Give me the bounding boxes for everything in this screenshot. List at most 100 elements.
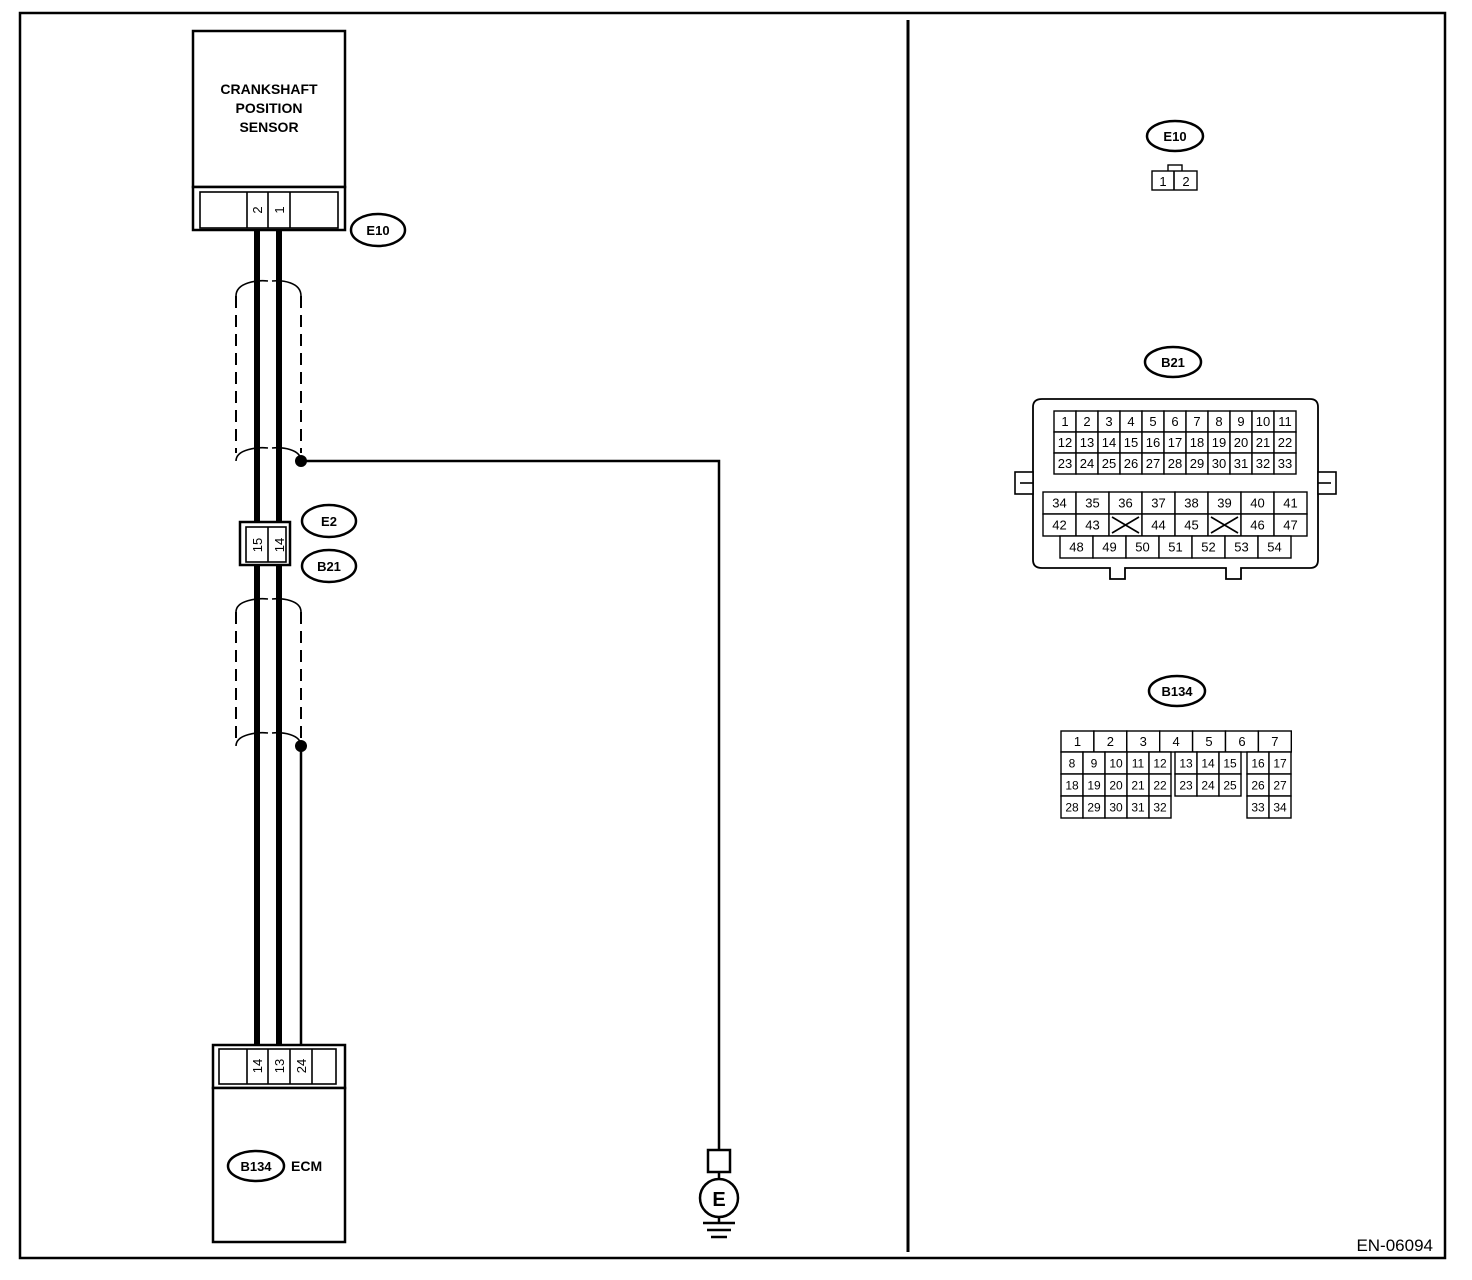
svg-text:B21: B21 xyxy=(317,559,341,574)
b134-pin-10: 10 xyxy=(1109,756,1123,770)
b21-pin-30: 30 xyxy=(1212,456,1226,471)
b134-pin-17: 17 xyxy=(1273,756,1287,770)
ground-symbol: E xyxy=(698,1148,740,1239)
b134-pin-13: 13 xyxy=(1179,756,1193,770)
b21-pin-38: 38 xyxy=(1184,496,1198,511)
junction-pin-15: 15 xyxy=(250,538,265,552)
b134-pin-15: 15 xyxy=(1223,756,1237,770)
ground-label: E xyxy=(712,1189,725,1211)
b21-pin-39: 39 xyxy=(1217,496,1231,511)
b21-pin-1: 1 xyxy=(1061,414,1068,429)
b21-pin-41: 41 xyxy=(1283,496,1297,511)
b134-pin-7: 7 xyxy=(1271,734,1278,749)
ecm-pin-24: 24 xyxy=(294,1059,309,1073)
b134-pin-8: 8 xyxy=(1069,756,1076,770)
shield-ground-wire xyxy=(295,455,721,1150)
b21-pin-8: 8 xyxy=(1215,414,1222,429)
svg-text:E2: E2 xyxy=(321,514,337,529)
b134-pin-28: 28 xyxy=(1065,800,1079,814)
b21-pin-33-cell xyxy=(1273,452,1297,475)
b21-pin-16: 16 xyxy=(1146,435,1160,450)
connector-tag-e10: E10 xyxy=(349,212,407,248)
svg-text:E10: E10 xyxy=(366,223,389,238)
b134-pin-4: 4 xyxy=(1173,734,1180,749)
b21-pin-14: 14 xyxy=(1102,435,1116,450)
b134-pin-30: 30 xyxy=(1109,800,1123,814)
b134-pin-27: 27 xyxy=(1273,778,1287,792)
b21-pin-12: 12 xyxy=(1058,435,1072,450)
connector-view-e10: E10 1 2 xyxy=(1145,119,1205,191)
b21-pin-7: 7 xyxy=(1193,414,1200,429)
b21-pin-20: 20 xyxy=(1234,435,1248,450)
view-b134-tag: B134 xyxy=(1161,684,1193,699)
view-e10-tag: E10 xyxy=(1163,129,1186,144)
b21-pin-35: 35 xyxy=(1085,496,1099,511)
b21-pin-15: 15 xyxy=(1124,435,1138,450)
ecm-connector-id: B134 xyxy=(240,1159,272,1174)
sensor-name-line-3: SENSOR xyxy=(239,119,298,135)
b21-pin-18: 18 xyxy=(1190,435,1204,450)
ecm-pin-14: 14 xyxy=(250,1059,265,1073)
shield-upper xyxy=(235,279,302,462)
b134-pin-18: 18 xyxy=(1065,778,1079,792)
b21-pin-32: 32 xyxy=(1256,456,1270,471)
view-b21-tag: B21 xyxy=(1161,355,1185,370)
b21-pin-29: 29 xyxy=(1190,456,1204,471)
b21-pin-34: 34 xyxy=(1052,496,1066,511)
b134-pin-25: 25 xyxy=(1223,778,1237,792)
b134-pin-6: 6 xyxy=(1238,734,1245,749)
b134-pin-5: 5 xyxy=(1205,734,1212,749)
b21-pin-17: 17 xyxy=(1168,435,1182,450)
figure-code: EN-06094 xyxy=(1356,1236,1433,1255)
b21-pin-11: 11 xyxy=(1278,414,1292,429)
b21-pin-53: 53 xyxy=(1234,540,1248,555)
b134-pin-20: 20 xyxy=(1109,778,1123,792)
b21-pin-33: 33 xyxy=(1278,456,1292,471)
b134-pin-32: 32 xyxy=(1153,800,1167,814)
b134-pin-32-cell xyxy=(1148,795,1172,819)
b134-pin-24: 24 xyxy=(1201,778,1215,792)
b134-pin-29: 29 xyxy=(1087,800,1101,814)
b134-pin-34: 34 xyxy=(1273,800,1287,814)
sensor-pin-2: 2 xyxy=(250,206,265,213)
view-e10-pin-1: 1 xyxy=(1159,174,1166,189)
b21-pin-43: 43 xyxy=(1085,518,1099,533)
b21-pin-21: 21 xyxy=(1256,435,1270,450)
junction-pin-14: 14 xyxy=(272,538,287,552)
b21-pin-9: 9 xyxy=(1237,414,1244,429)
b134-pin-22: 22 xyxy=(1153,778,1167,792)
b134-pin-3: 3 xyxy=(1140,734,1147,749)
b134-pin-26: 26 xyxy=(1251,778,1265,792)
crankshaft-position-sensor: CRANKSHAFT POSITION SENSOR 2 1 xyxy=(191,29,347,232)
view-e10-pin-2: 2 xyxy=(1182,174,1189,189)
b21-pin-52: 52 xyxy=(1201,540,1215,555)
b21-pin-49: 49 xyxy=(1102,540,1116,555)
b134-pin-1: 1 xyxy=(1074,734,1081,749)
b21-pin-4: 4 xyxy=(1127,414,1134,429)
b21-pin-47: 47 xyxy=(1283,518,1297,533)
sensor-name-line-1: CRANKSHAFT xyxy=(220,81,318,97)
b134-pin-9: 9 xyxy=(1091,756,1098,770)
b134-pin-19: 19 xyxy=(1087,778,1101,792)
b21-pin-13: 13 xyxy=(1080,435,1094,450)
b21-pin-5: 5 xyxy=(1149,414,1156,429)
b21-pin-54: 54 xyxy=(1267,540,1281,555)
b134-pin-23: 23 xyxy=(1179,778,1193,792)
b134-pin-16: 16 xyxy=(1251,756,1265,770)
b21-pin-24: 24 xyxy=(1080,456,1094,471)
b21-pin-54-cell xyxy=(1257,535,1292,559)
ecm-connector-tag xyxy=(226,1149,286,1183)
b21-pin-22: 22 xyxy=(1278,435,1292,450)
b21-pin-46: 46 xyxy=(1250,518,1264,533)
ecm-unit: 14 13 24 B134 ECM xyxy=(211,1043,347,1244)
b21-pin-50: 50 xyxy=(1135,540,1149,555)
connector-tag-e2: E2 xyxy=(300,503,358,539)
b134-pin-14: 14 xyxy=(1201,756,1215,770)
b21-pin-27: 27 xyxy=(1146,456,1160,471)
